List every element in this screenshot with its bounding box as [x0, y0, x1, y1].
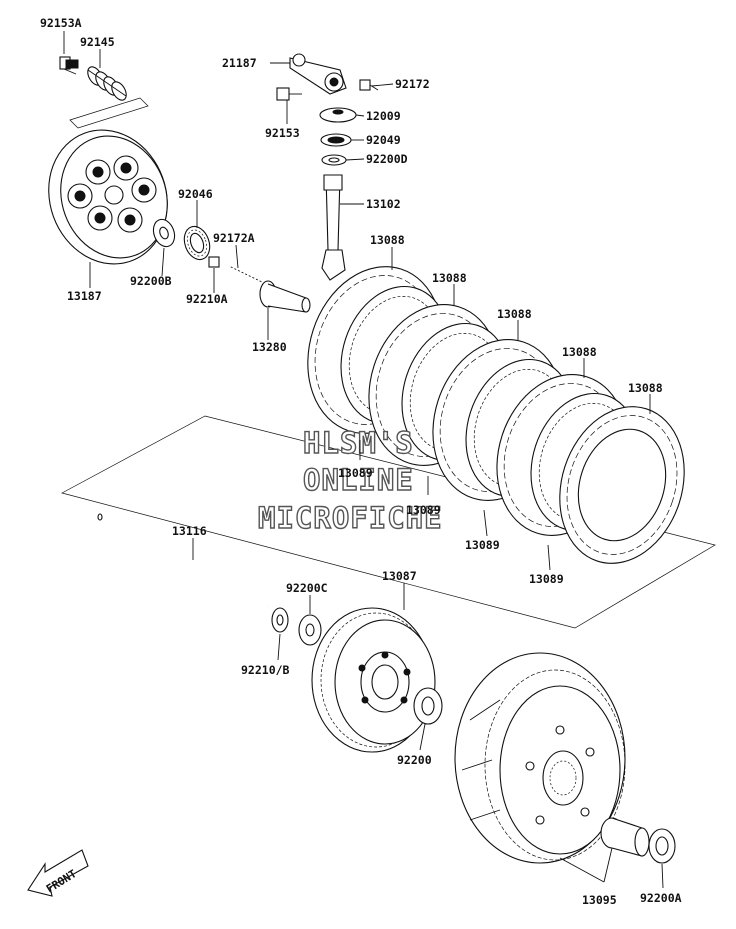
washer-92200c: [298, 614, 322, 646]
part-label-13087: 13087: [382, 569, 417, 583]
part-label-13088-2: 13088: [432, 271, 467, 285]
part-label-13187: 13187: [67, 289, 102, 303]
pressure-plate-13187: [48, 129, 168, 265]
bolt-92172a: [228, 264, 263, 284]
part-label-13280: 13280: [252, 340, 287, 354]
release-shaft-assembly: [276, 53, 379, 281]
leader-lines: [63, 31, 664, 889]
watermark: HLSM'S ONLINE MICROFICHE: [257, 425, 443, 535]
part-label-13088-5: 13088: [628, 381, 663, 395]
part-label-13089-2: 13089: [406, 503, 441, 517]
clutch-hub-13087: [311, 607, 436, 753]
part-labels: 92153A 92145 13187 92046 92200B 92172A 9…: [40, 16, 682, 907]
part-label-92210b: 92210/B: [241, 663, 290, 677]
part-label-92200a: 92200A: [640, 891, 682, 905]
sleeve-13095: [600, 817, 650, 857]
part-label-21187: 21187: [222, 56, 257, 70]
part-label-13088-3: 13088: [497, 307, 532, 321]
clutch-plate-stack: [307, 266, 685, 564]
shaft-13102: [321, 174, 346, 281]
part-label-13088-1: 13088: [370, 233, 405, 247]
part-label-92200c: 92200C: [286, 581, 328, 595]
part-label-92172: 92172: [395, 77, 430, 91]
part-label-12009: 12009: [366, 109, 401, 123]
part-label-92200d: 92200D: [366, 152, 408, 166]
nut-92210a: [208, 256, 220, 268]
lever-21187: [289, 53, 347, 95]
part-label-92049: 92049: [366, 133, 401, 147]
clutch-housing-13095: [454, 652, 626, 864]
bolt-92172: [359, 79, 379, 91]
watermark-line-1: HLSM'S: [303, 426, 414, 460]
part-label-13095: 13095: [582, 893, 617, 907]
watermark-line-2: ONLINE: [303, 463, 414, 497]
part-label-13089-3: 13089: [465, 538, 500, 552]
part-label-13116: 13116: [172, 524, 207, 538]
watermark-line-3: MICROFICHE: [258, 501, 443, 535]
part-label-13088-4: 13088: [562, 345, 597, 359]
part-label-92210a: 92210A: [186, 292, 228, 306]
part-label-13089-4: 13089: [529, 572, 564, 586]
bolt-92153: [276, 87, 302, 101]
part-label-92046: 92046: [178, 187, 213, 201]
washer-92200: [413, 687, 443, 725]
part-label-13102: 13102: [366, 197, 401, 211]
part-label-92200b: 92200B: [130, 274, 172, 288]
friction-plate-5: [559, 406, 685, 564]
spring-92145: [87, 66, 127, 101]
bearing-92046: [183, 225, 211, 261]
part-label-92153: 92153: [265, 126, 300, 140]
pusher-13280: [259, 280, 311, 313]
part-label-92172a: 92172A: [213, 231, 255, 245]
part-label-92200: 92200: [397, 753, 432, 767]
part-label-13089-1: 13089: [338, 466, 373, 480]
nut-92210b: [271, 607, 289, 633]
part-label-92145: 92145: [80, 35, 115, 49]
part-label-92153a: 92153A: [40, 16, 82, 30]
push-rod-13116: [97, 513, 269, 607]
bolt-92153a: [59, 56, 79, 75]
washer-92200a: [648, 828, 676, 864]
pressure-plate-assembly: [48, 56, 311, 313]
front-arrow-icon: FRONT: [27, 849, 89, 897]
